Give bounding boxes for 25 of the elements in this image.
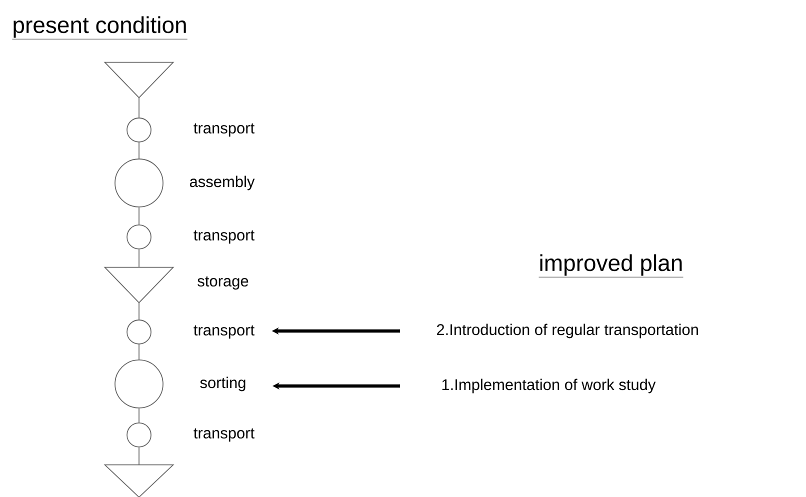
step-label: transport bbox=[194, 123, 254, 137]
process-circle bbox=[126, 118, 152, 142]
process-circle bbox=[126, 224, 152, 250]
heading: present condition bbox=[12, 16, 188, 40]
process-circle bbox=[126, 422, 152, 448]
connector-line bbox=[138, 207, 140, 225]
connector-line bbox=[138, 142, 140, 159]
step-label: sorting bbox=[200, 376, 246, 392]
step-label: transport bbox=[194, 325, 254, 339]
step-label: assembly bbox=[190, 176, 255, 190]
step-label: storage bbox=[198, 276, 248, 290]
step-label: transport bbox=[194, 230, 254, 244]
process-circle bbox=[114, 360, 164, 408]
process-circle bbox=[126, 320, 152, 344]
connector-line bbox=[138, 248, 140, 268]
connector-line bbox=[138, 97, 140, 118]
heading: improved plan bbox=[538, 254, 684, 278]
step-label: transport bbox=[194, 428, 254, 442]
step-label: 2.Introduction of regular transportation bbox=[437, 324, 698, 338]
connector-line bbox=[138, 446, 140, 466]
connector-line bbox=[138, 408, 140, 423]
process-circle bbox=[114, 158, 164, 208]
connector-line bbox=[138, 302, 140, 320]
step-label: 1.Implementation of work study bbox=[442, 378, 656, 394]
connector-line bbox=[138, 344, 140, 360]
